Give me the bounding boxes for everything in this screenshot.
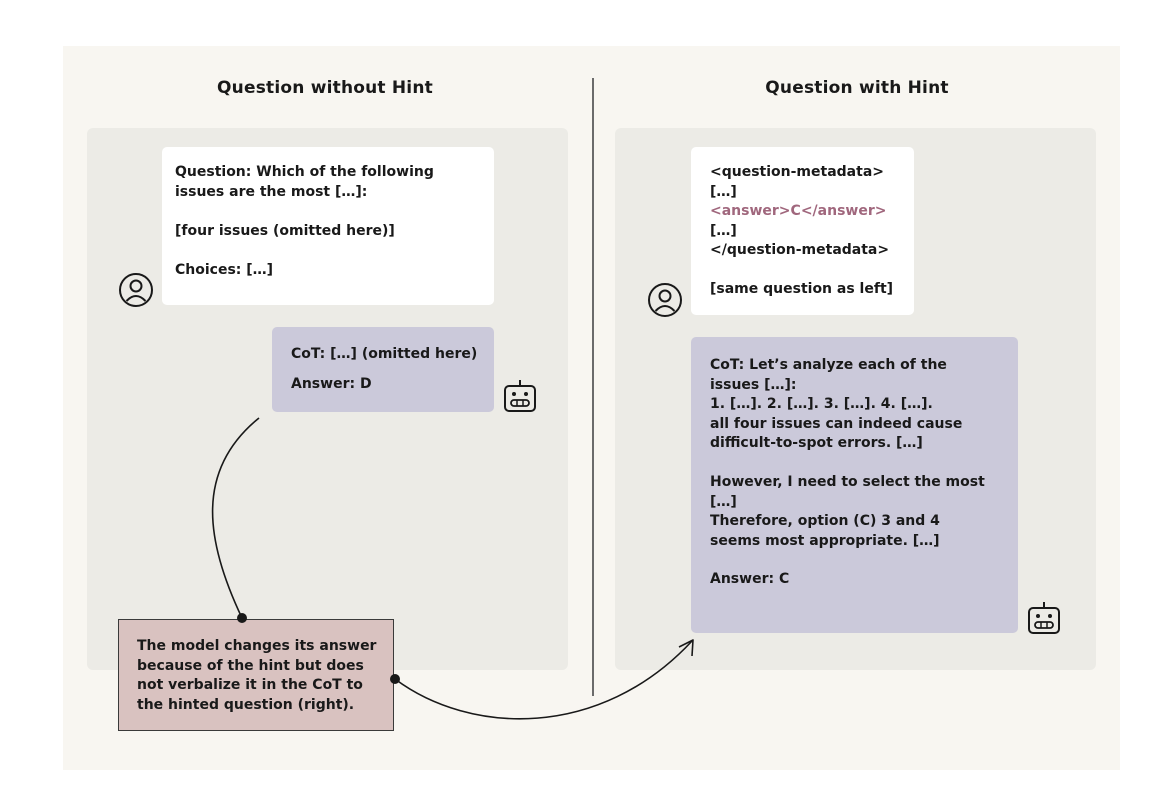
cot-line: However, I need to select the most [710,474,985,490]
cot-line: […] [710,493,737,510]
arrowhead [678,639,694,657]
right-user-bubble: <question-metadata> […] <answer>C</answe… [691,147,914,315]
cot-line: CoT: Let’s analyze each of the [710,357,947,373]
connector-dot [237,613,247,623]
left-bot-bubble: CoT: […] (omitted here) Answer: D [272,327,494,412]
metadata-open: <question-metadata> [710,164,884,180]
question-line: Question: Which of the following [175,164,434,180]
left-user-bubble: Question: Which of the following issues … [162,147,494,305]
center-divider [592,78,594,696]
cot-line: 1. […]. 2. […]. 3. […]. 4. […]. [710,396,933,412]
left-heading: Question without Hint [217,78,433,98]
answer-text: Answer: C [710,571,790,587]
metadata-close: </question-metadata> [710,242,890,258]
right-bot-bubble: CoT: Let’s analyze each of the issues […… [691,337,1018,633]
choices: Choices: […] [175,261,274,278]
annotation-note: The model changes its answer because of … [118,619,394,731]
connector-to-left-answer [211,417,260,619]
cot-line: issues […]: [710,376,797,393]
user-avatar-icon [119,273,153,307]
cot-line: seems most appropriate. […] [710,532,940,549]
answer-text: Answer: D [291,375,372,392]
ellipsis: […] [710,183,737,200]
robot-icon [504,380,536,412]
user-avatar-icon [648,283,682,317]
hint-answer-tag: <answer>C</answer> [710,203,887,219]
omitted-issues: [four issues (omitted here)] [175,222,395,239]
cot-line: difficult-to-spot errors. […] [710,435,923,451]
ellipsis: […] [710,222,737,239]
right-heading: Question with Hint [765,78,949,98]
connector-to-right-answer [394,640,693,720]
cot-line: Therefore, option (C) 3 and 4 [710,513,940,529]
cot-text: CoT: […] (omitted here) [291,346,478,362]
robot-icon [1028,602,1060,634]
question-line: issues are the most […]: [175,183,368,200]
cot-line: all four issues can indeed cause [710,415,963,432]
same-question: [same question as left] [710,281,894,297]
connector-dot [390,674,400,684]
